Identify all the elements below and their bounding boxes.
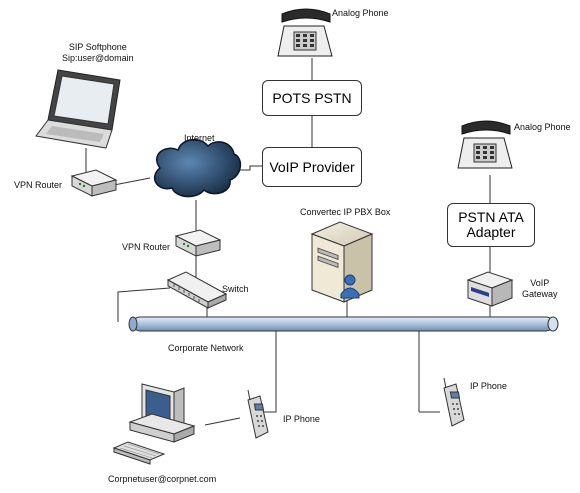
ip-phone-right-label: IP Phone — [470, 381, 507, 391]
internet-label: Internet — [184, 133, 215, 143]
pots-pstn-box: POTS PSTN — [262, 80, 362, 116]
ip-phone-icon — [443, 377, 465, 427]
pbx-box-label: Convertec IP PBX Box — [300, 207, 391, 217]
sip-softphone-label: SIP Softphone Sip:user@domain — [62, 42, 134, 64]
corporate-network-label: Corporate Network — [168, 343, 244, 353]
switch-label: Switch — [222, 284, 249, 294]
vpn-router-left-label: VPN Router — [14, 180, 63, 190]
analog-phone-label: Analog Phone — [332, 8, 389, 18]
router-icon — [70, 169, 118, 197]
voip-provider-box: VoIP Provider — [262, 147, 362, 187]
router-icon — [174, 229, 222, 257]
sip-softphone-address: Sip:user@domain — [62, 53, 134, 63]
pstn-ata-title: PSTN ATA — [458, 209, 524, 225]
corpnet-user-label: Corpnetuser@corpnet.com — [108, 474, 217, 484]
pstn-ata-box: PSTN ATA Adapter — [447, 203, 535, 247]
pstn-ata-subtitle: Adapter — [466, 224, 516, 240]
desktop-computer-icon — [112, 383, 196, 465]
ip-phone-icon — [247, 389, 269, 439]
analog-phone-right-label: Analog Phone — [514, 122, 571, 132]
corporate-backbone — [128, 316, 559, 332]
pots-pstn-label: POTS PSTN — [272, 89, 352, 106]
voip-gateway-subtitle: Gateway — [522, 289, 558, 299]
connection-lines — [85, 58, 491, 426]
ip-phone-left-label: IP Phone — [283, 414, 320, 424]
vpn-router-center-label: VPN Router — [122, 242, 171, 252]
network-switch-icon — [166, 271, 228, 309]
sip-softphone-title: SIP Softphone — [68, 42, 127, 52]
desk-phone-icon — [277, 8, 333, 57]
gateway-box-icon — [466, 271, 514, 307]
cloud-icon — [154, 138, 242, 198]
voip-gateway-title: VoIP — [530, 278, 550, 288]
desk-phone-icon — [457, 120, 513, 169]
voip-provider-label: VoIP Provider — [269, 158, 355, 175]
laptop-icon — [35, 69, 121, 149]
voip-gateway-label: VoIP Gateway — [522, 278, 558, 300]
server-tower-icon — [310, 221, 374, 303]
